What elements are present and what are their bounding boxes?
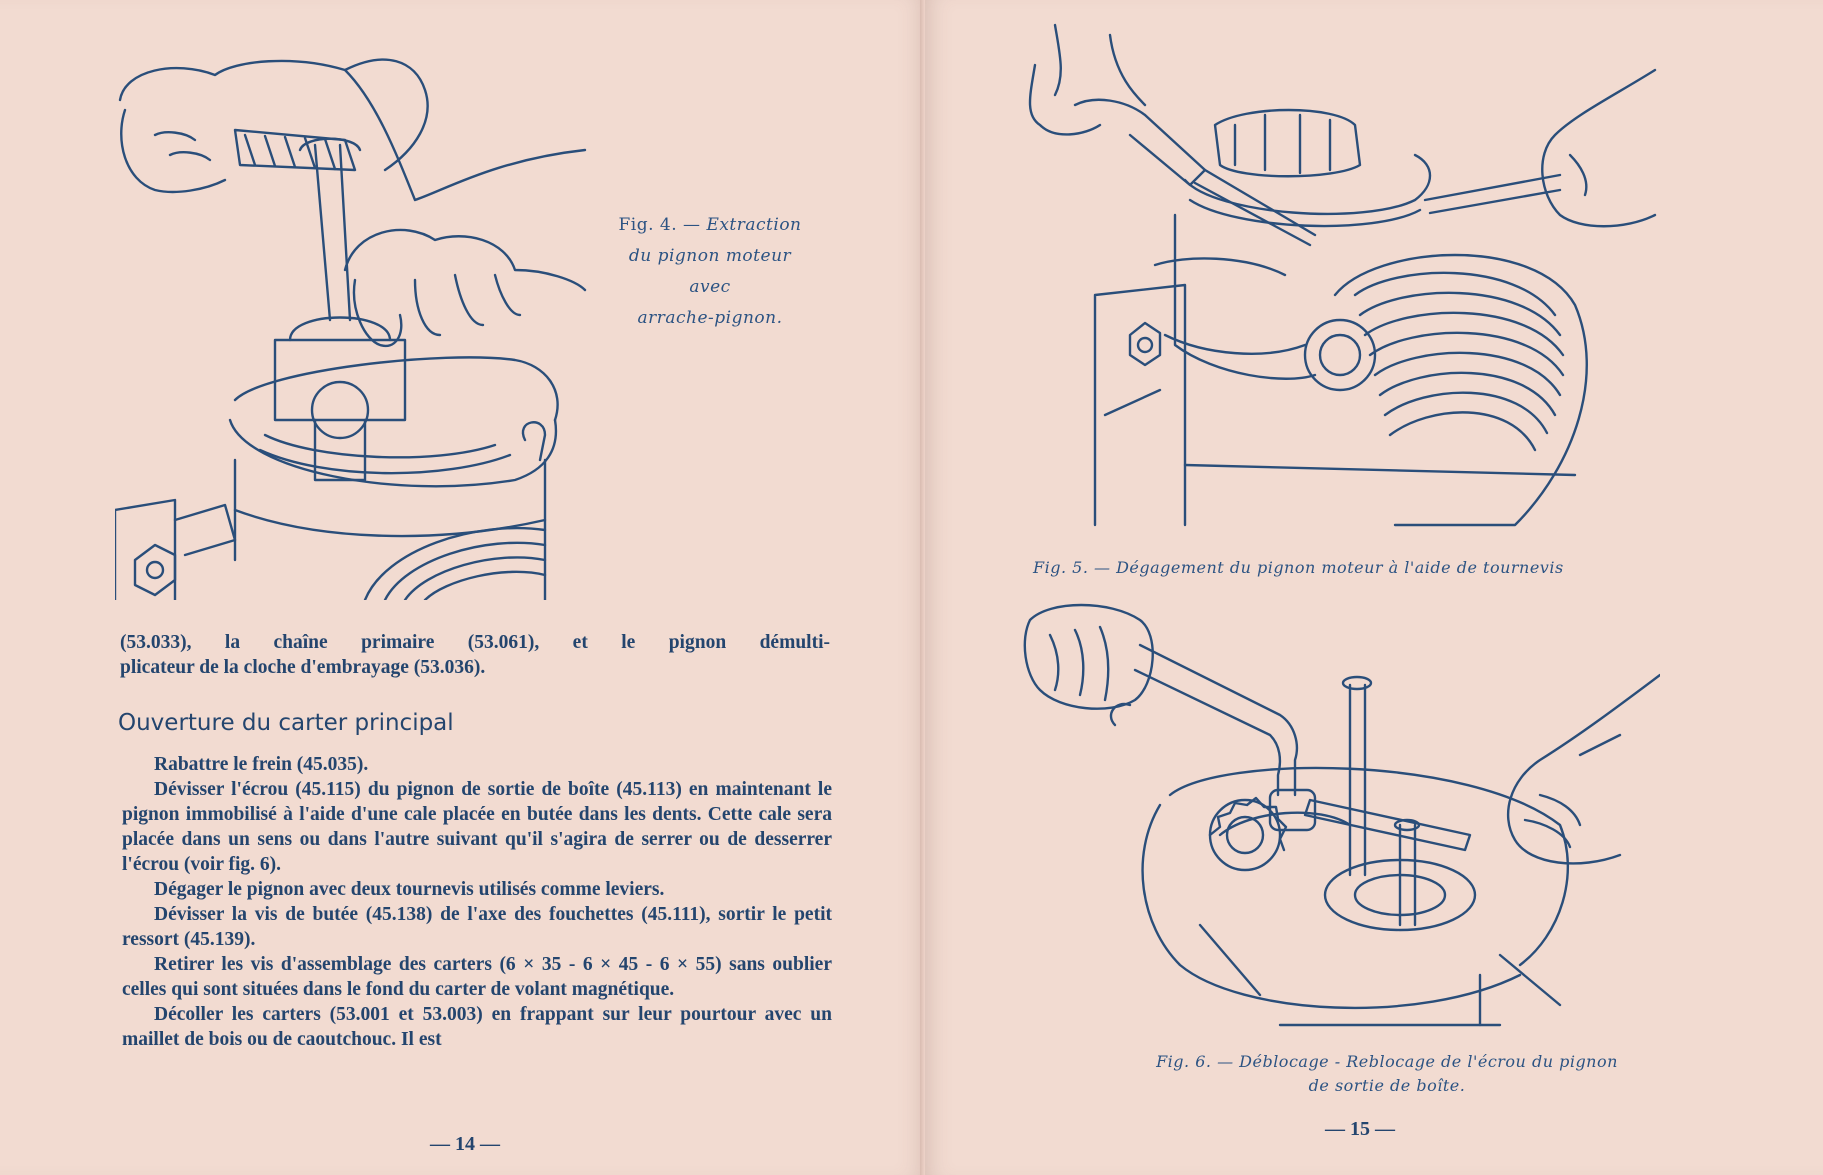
figure-6-caption-line-1: Fig. 6. — Déblocage - Reblocage de l'écr… xyxy=(1156,1052,1618,1071)
section-heading: Ouverture du carter principal xyxy=(118,710,454,736)
figure-6-illustration xyxy=(1020,595,1660,1045)
right-page: Fig. 5. — Dégagement du pignon moteur à … xyxy=(925,0,1823,1175)
figure-4-illustration xyxy=(115,40,595,600)
paragraph: Décoller les carters (53.001 et 53.003) … xyxy=(122,1004,832,1050)
text-line: (53.033), la chaîne primaire (53.061), e… xyxy=(120,632,830,653)
page-number-14: — 14 — xyxy=(430,1133,500,1155)
page-number-15: — 15 — xyxy=(1325,1118,1395,1140)
figure-4-caption-line: du pignon moteur xyxy=(628,246,792,266)
paragraph: Dégager le pignon avec deux tournevis ut… xyxy=(154,879,665,900)
paragraph: Dévisser l'écrou (45.115) du pignon de s… xyxy=(122,779,832,875)
figure-4-caption-line: Extraction xyxy=(706,215,802,235)
figure-4-caption-line: avec xyxy=(689,277,731,297)
figure-5-illustration xyxy=(1015,15,1675,540)
figure-5-caption: Fig. 5. — Dégagement du pignon moteur à … xyxy=(1033,558,1564,577)
figure-4-caption-line: arrache-pignon. xyxy=(637,308,783,328)
text-line: plicateur de la cloche d'embrayage (53.0… xyxy=(120,657,486,678)
figure-6-caption: Fig. 6. — Déblocage - Reblocage de l'écr… xyxy=(1087,1050,1687,1098)
paragraph: Rabattre le frein (45.035). xyxy=(154,754,369,775)
body-text: Rabattre le frein (45.035). Dévisser l'é… xyxy=(122,752,832,1052)
figure-6-caption-line-2: de sortie de boîte. xyxy=(1308,1076,1466,1095)
left-page: Fig. 4. — Extraction du pignon moteur av… xyxy=(115,40,832,1155)
top-paragraph: (53.033), la chaîne primaire (53.061), e… xyxy=(120,630,830,680)
paragraph: Retirer les vis d'assemblage des carters… xyxy=(122,954,832,1000)
paragraph: Dévisser la vis de butée (45.138) de l'a… xyxy=(122,904,832,950)
figure-4-label: Fig. 4. — xyxy=(618,215,701,235)
figure-4-caption: Fig. 4. — Extraction du pignon moteur av… xyxy=(600,210,820,334)
